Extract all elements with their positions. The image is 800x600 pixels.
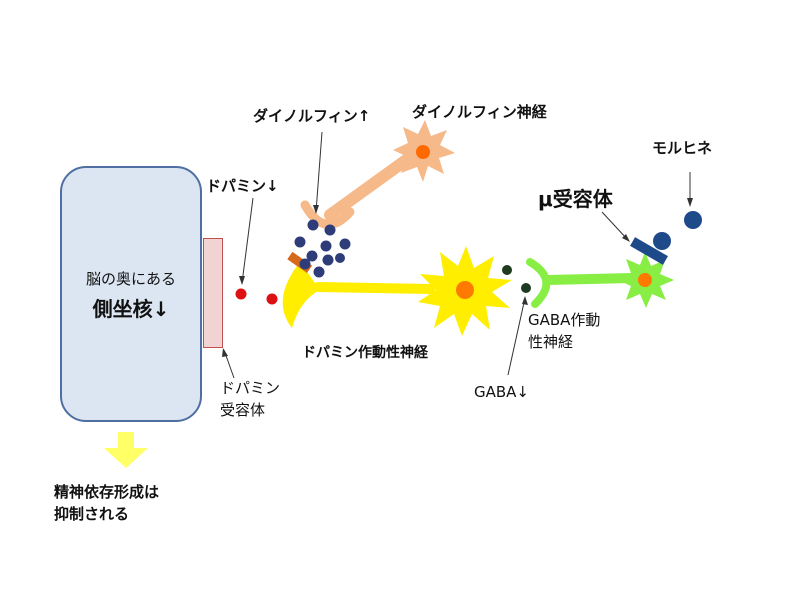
dynorphin-molecule: [299, 258, 311, 270]
dynorphin-molecule: [335, 253, 345, 263]
pointer-mu-receptor: [601, 211, 629, 241]
pointer-lines: [222, 131, 693, 379]
gaba-neuron-label-1: GABA作動: [528, 311, 601, 329]
gaba-terminal: [526, 258, 551, 308]
dynorphin-molecules: [294, 219, 351, 278]
nucleus-accumbens-box: [60, 166, 202, 422]
dynorphin-molecule: [339, 238, 351, 250]
dopamine-axon: [313, 282, 435, 294]
dynorphin-molecule: [294, 236, 306, 248]
pointer-dynorphin: [315, 131, 323, 213]
pointer-head: [522, 296, 528, 305]
effect-label-1: 精神依存形成は: [54, 483, 160, 501]
dopamine-receptor-label-1: ドパミン: [220, 379, 281, 397]
pointer-dopamine: [241, 197, 254, 284]
dopamine-molecule: [235, 288, 247, 300]
dynorphin-molecule: [306, 250, 318, 262]
dynorphin-neuron-label: ダイノルフィン神経: [412, 103, 547, 121]
pointer-head: [222, 348, 228, 357]
pointer-head: [622, 234, 630, 242]
nucleus-main-label: 側坐核↓: [92, 297, 170, 321]
mu-receptor-site: [630, 237, 668, 265]
dynorphin-molecule: [324, 224, 336, 236]
dopamine-molecule: [266, 293, 278, 305]
dopamine-down-label: ドパミン↓: [206, 177, 279, 195]
down-arrow: [104, 432, 148, 468]
mu-receptor-label: μ受容体: [538, 187, 613, 211]
dopamine-nucleus: [456, 281, 474, 299]
dynorphin-terminal: [300, 200, 355, 229]
nucleus-sub-label: 脳の奥にある: [85, 270, 176, 288]
gaba-neuron-label-2: 性神経: [528, 333, 574, 351]
gaba-down-label: GABA↓: [474, 383, 530, 401]
morphine-label: モルヒネ: [652, 139, 713, 157]
dynorphin-molecule: [307, 219, 319, 231]
pointer-head: [687, 198, 693, 207]
morphine-molecule: [653, 232, 671, 250]
pointer-head: [313, 205, 319, 214]
pointer-gaba: [507, 297, 526, 376]
pointer-head: [239, 276, 245, 285]
dynorphin-axon: [324, 144, 426, 221]
gaba-molecule: [521, 283, 531, 293]
dopamine-terminal: [282, 262, 320, 328]
dopamine-receptor-label-2: 受容体: [220, 401, 266, 419]
dynorphin-molecule: [313, 266, 325, 278]
gaba-axon: [543, 273, 637, 285]
dopamine-neuron-label: ドパミン作動性神経: [302, 345, 428, 361]
morphine-molecule: [684, 211, 702, 229]
dynorphin-nucleus: [416, 145, 430, 159]
dynorphin-molecule: [322, 254, 334, 266]
dynorphin-neuron: [300, 120, 455, 229]
effect-label-2: 抑制される: [54, 505, 130, 523]
gaba-neuron: [526, 237, 674, 308]
gaba-nucleus: [638, 273, 652, 287]
nucleus-label: 脳の奥にある 側坐核↓: [62, 268, 200, 322]
dynorphin-up-label: ダイノルフィン↑: [253, 107, 371, 125]
gaba-molecule: [502, 265, 512, 275]
dopamine-receptor-rect: [203, 238, 223, 348]
dopamine-neuron: [282, 246, 512, 336]
dynorphin-molecule: [320, 240, 332, 252]
